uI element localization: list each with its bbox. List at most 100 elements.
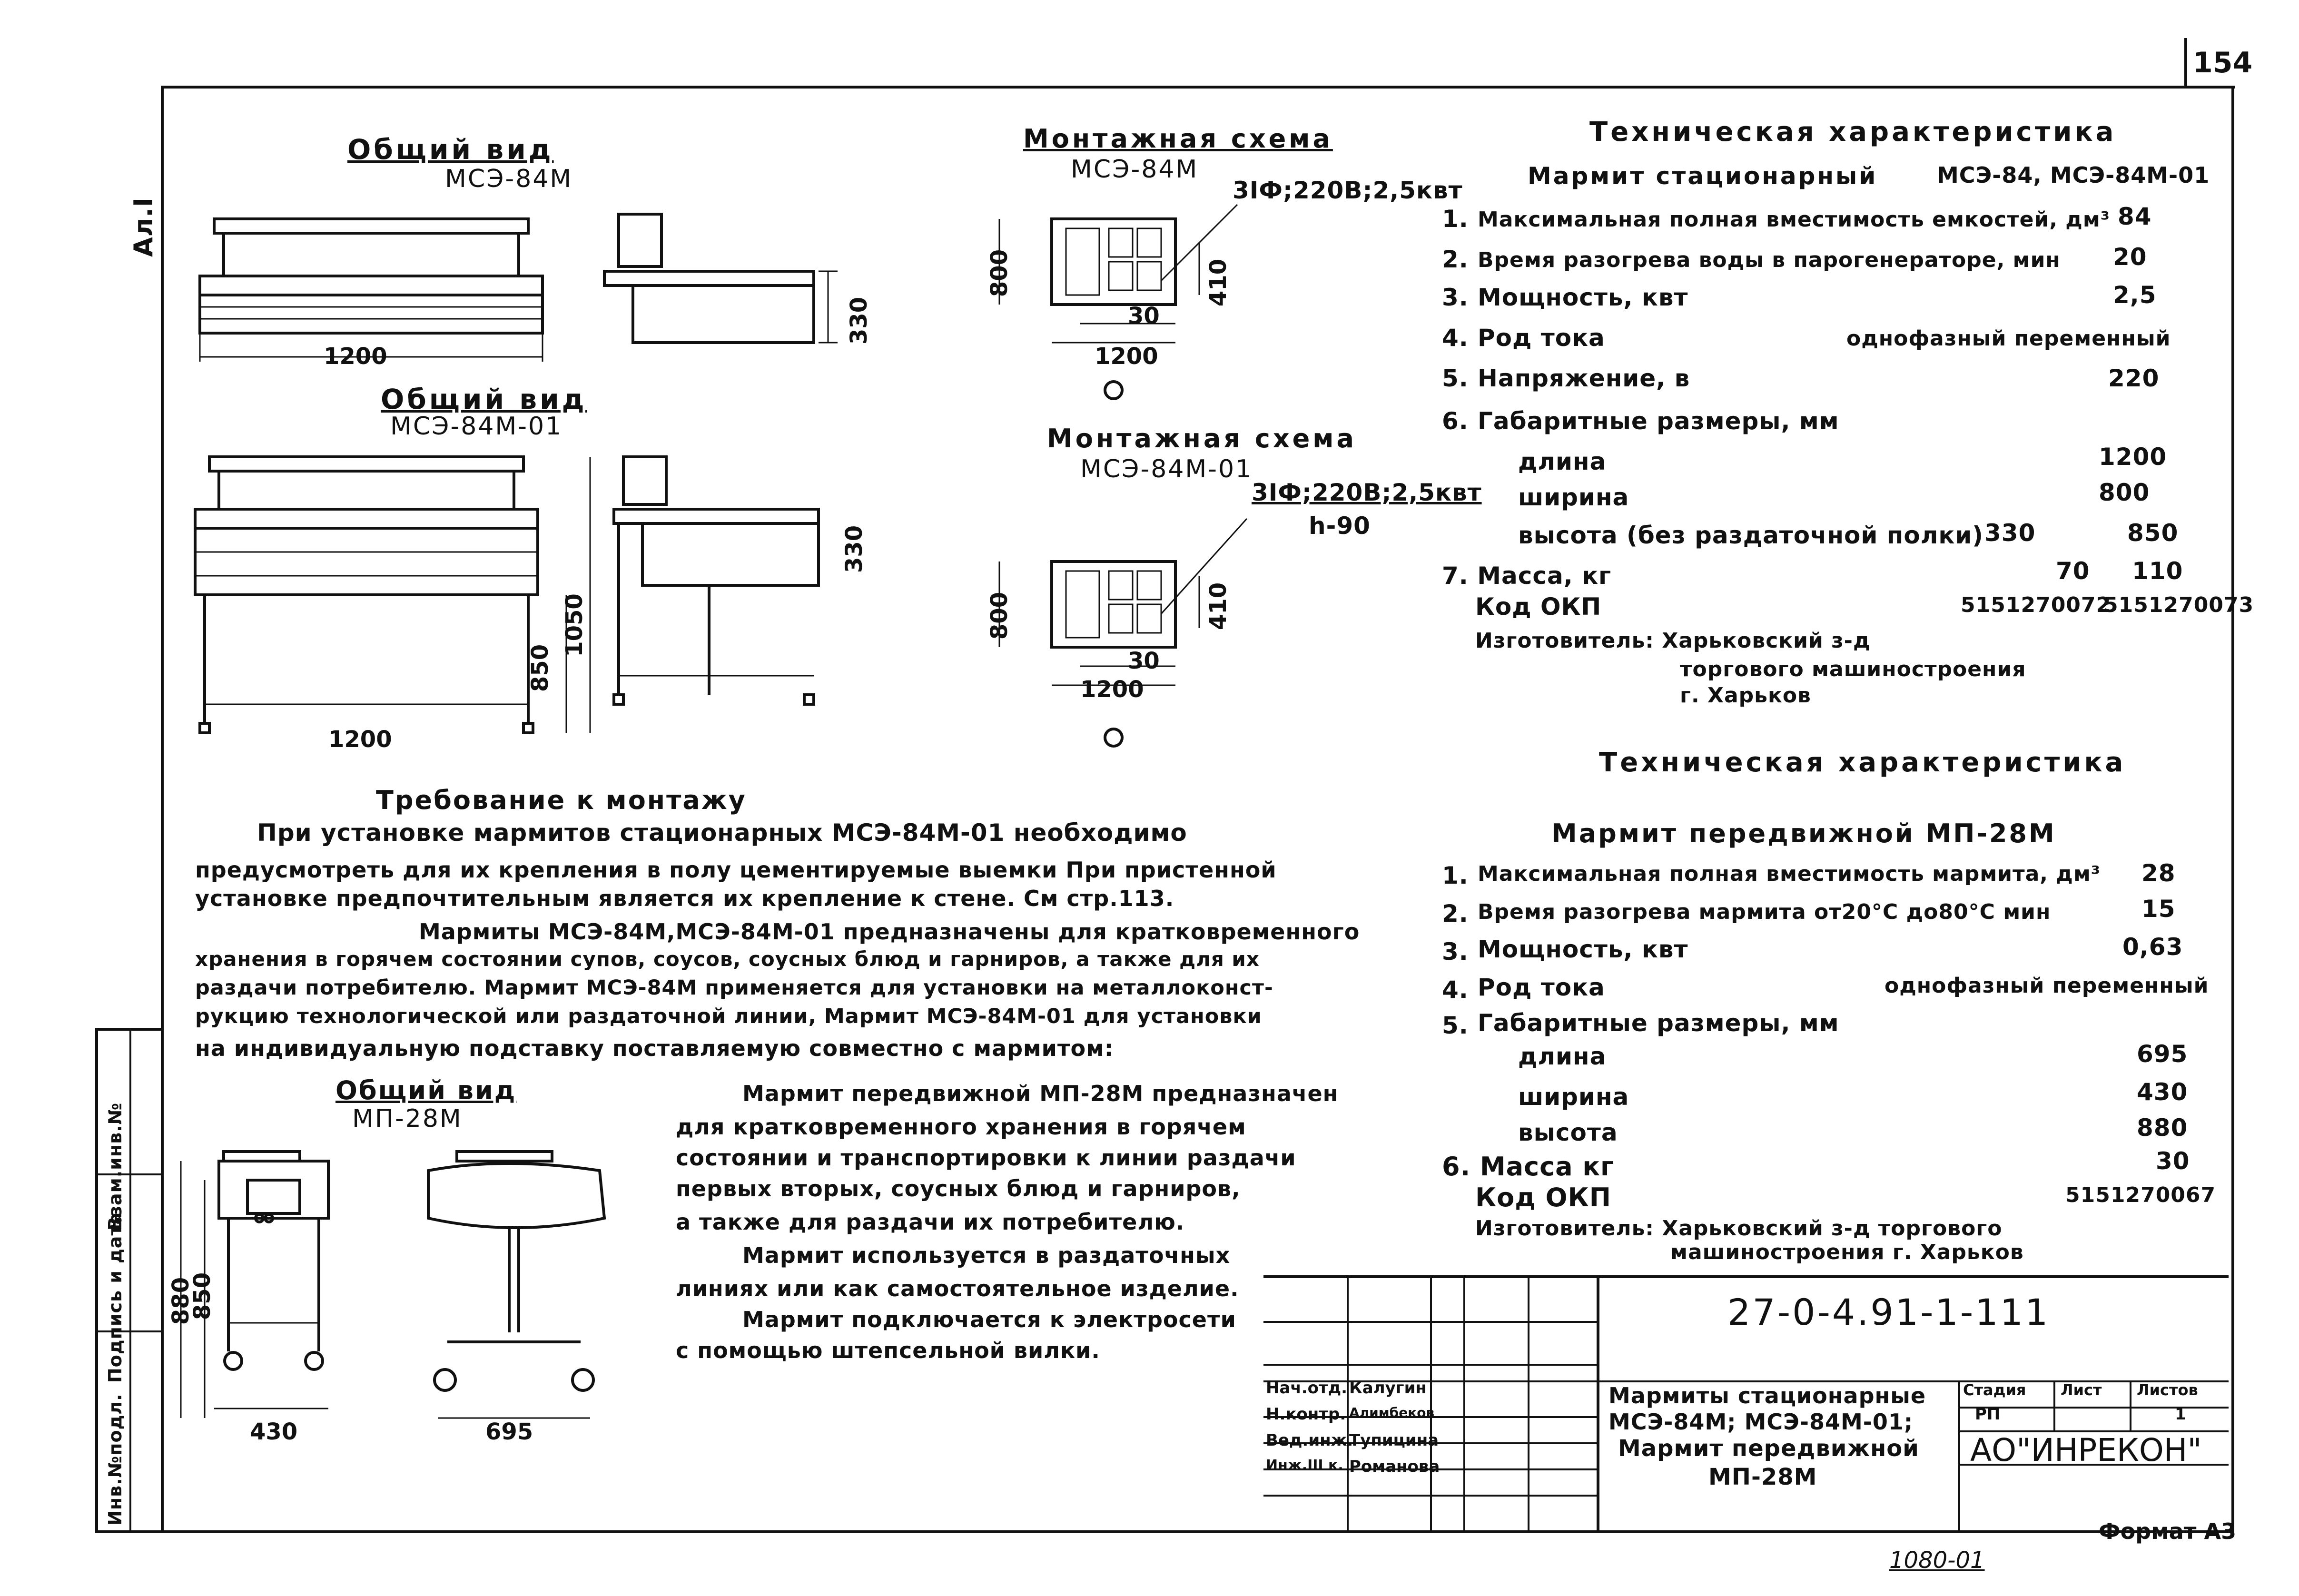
mount-power-2: 3IФ;220В;2,5квт: [1252, 479, 1482, 506]
spec1-subtitle: Мармит стационарный: [1528, 162, 1878, 190]
doc-name-2: МСЭ-84М; МСЭ-84М-01;: [1608, 1409, 1914, 1435]
dim-1200-c: 1200: [1095, 343, 1158, 370]
drawing-mp28m-front: [180, 1150, 330, 1418]
spec2-width-value: 430: [2137, 1078, 2188, 1106]
sidebar-label-inv: Инв.№подл.: [105, 1393, 126, 1526]
sidebar-label-sign: Подпись и дата: [105, 1212, 126, 1383]
spec2-width-label: ширина: [1518, 1083, 1629, 1111]
mp28m-desc-8: Мармит подключается к электросети: [742, 1307, 1236, 1332]
mount-subtitle-1: МСЭ-84М: [1071, 155, 1199, 184]
dim-30-b: 30: [1128, 648, 1160, 674]
spec1-height-value-1: 330: [1984, 519, 2036, 547]
title-block: [1263, 1275, 2229, 1530]
spec1-mass-value-2: 110: [2132, 557, 2183, 585]
dim-695: 695: [485, 1419, 533, 1445]
mount-power-1: 3IФ;220В;2,5квт: [1233, 177, 1463, 204]
drawing-msz84m01-front: [194, 455, 591, 734]
dim-1200-a: 1200: [324, 343, 387, 370]
view-subtitle-msz84m: МСЭ-84М: [445, 165, 573, 193]
spec2-subtitle: Мармит передвижной МП-28М: [1551, 818, 2056, 848]
spec1-okp-value-2: 5151270073: [2103, 593, 2254, 617]
view-subtitle-msz84m01: МСЭ-84М-01: [390, 412, 563, 441]
dim-850-a: 850: [527, 644, 554, 692]
spec2-mass-label: 6. Масса кг: [1442, 1152, 1615, 1182]
spec2-length-label: длина: [1518, 1043, 1607, 1070]
doc-name-3: Мармит передвижной: [1618, 1435, 1919, 1462]
requirements-line-6: раздачи потребителю. Мармит МСЭ-84М прим…: [195, 976, 1273, 1000]
dim-800-b: 800: [986, 591, 1013, 640]
mount-h: h-90: [1309, 512, 1371, 540]
drawing-mp28m-side: [427, 1150, 606, 1419]
spec1-maker-2: торгового машиностроения: [1680, 657, 2026, 681]
sidebar-cell-sign: [98, 1173, 161, 1332]
format-label: Формат А3: [2099, 1518, 2237, 1544]
requirements-line-8: на индивидуальную подставку поставляемую…: [195, 1035, 1114, 1061]
org-name: АО"ИНРЕКОН": [1970, 1432, 2202, 1468]
spec1-length-value: 1200: [2099, 443, 2167, 471]
spec1-width-value: 800: [2099, 479, 2150, 506]
mp28m-desc-9: с помощью штепсельной вилки.: [676, 1338, 1100, 1363]
spec2-maker-1: Изготовитель: Харьковский з-д торгового: [1475, 1216, 2003, 1241]
view-title-mp28m: Общий вид: [335, 1075, 517, 1105]
spec2-height-label: высота: [1518, 1119, 1618, 1146]
requirements-line-1: При установке мармитов стационарных МСЭ-…: [257, 819, 1187, 847]
spec1-models: МСЭ-84, МСЭ-84М-01: [1937, 162, 2210, 188]
spec2-maker-2: машиностроения г. Харьков: [1670, 1240, 2024, 1264]
drawing-frame: [161, 86, 2234, 1533]
requirements-line-5: хранения в горячем состоянии супов, соус…: [195, 947, 1260, 971]
sheets-value: 1: [2175, 1405, 2186, 1424]
requirements-line-3: установке предпочтительным является их к…: [195, 886, 1174, 911]
dim-1050: 1050: [561, 593, 588, 657]
requirements-title: Требование к монтажу: [376, 785, 747, 815]
dim-1200-b: 1200: [328, 726, 392, 753]
spec1-okp-value-1: 5151270072: [1961, 593, 2112, 617]
doc-code: 27-0-4.91-1-111: [1727, 1291, 2050, 1333]
spec1-mass-value-1: 70: [2056, 557, 2090, 585]
spec1-maker-1: Изготовитель: Харьковский з-д: [1475, 629, 1871, 653]
spec1-height-label: высота (без раздаточной полки): [1518, 522, 1984, 549]
drawing-msz84m-front: [198, 217, 544, 362]
doc-name-4: МП-28М: [1708, 1464, 1817, 1490]
view-title-msz84m: Общий вид: [347, 133, 554, 166]
spec1-okp-label: Код ОКП: [1475, 593, 1602, 621]
sidebar-divider: [129, 1031, 131, 1530]
shelf-top: [213, 217, 530, 235]
page-number-box: 154: [2184, 38, 2252, 89]
mp28m-desc-5: а также для раздачи их потребителю.: [676, 1209, 1185, 1235]
spec1-width-label: ширина: [1518, 483, 1629, 511]
spec1-length-label: длина: [1518, 448, 1607, 475]
approval-sidebar: Взам.инв.№ Подпись и дата Инв.№подл.: [95, 1028, 164, 1533]
dim-1200-d: 1200: [1080, 676, 1144, 703]
stage-value: РП: [1975, 1405, 2001, 1424]
doc-name-1: Мармиты стационарные: [1608, 1383, 1926, 1409]
mp28m-desc-2: для кратковременного хранения в горячем: [676, 1114, 1246, 1140]
requirements-line-4: Мармиты МСЭ-84М,МСЭ-84М-01 предназначены…: [419, 919, 1360, 945]
sidebar-label-replace: Взам.инв.№: [105, 1102, 126, 1231]
dim-430: 430: [250, 1419, 298, 1445]
view-subtitle-mp28m: МП-28М: [352, 1104, 463, 1133]
spec1-mass-label: 7. Масса, кг: [1442, 562, 1612, 590]
dim-330-a: 330: [846, 296, 873, 345]
dim-410-b: 410: [1205, 582, 1232, 631]
mp28m-desc-1: Мармит передвижной МП-28М предназначен: [742, 1081, 1339, 1106]
mount-subtitle-2: МСЭ-84М-01: [1080, 455, 1253, 483]
mount-title-1: Монтажная схема: [1023, 124, 1333, 154]
mp28m-desc-7: линиях или как самостоятельное изделие.: [676, 1276, 1239, 1301]
spec2-okp-label: Код ОКП: [1475, 1182, 1611, 1212]
sheet-label: Ал.I: [128, 197, 158, 257]
drawing-mount-2: [998, 518, 1248, 748]
mp28m-desc-3: состоянии и транспортировки к линии разд…: [676, 1145, 1296, 1171]
drawing-msz84m-side: [603, 213, 838, 344]
spec2-length-value: 695: [2137, 1040, 2188, 1068]
drawing-msz84m01-side: [612, 455, 820, 706]
spec2-height-value: 880: [2137, 1114, 2188, 1142]
bottom-note: 1080-01: [1889, 1547, 1985, 1574]
mount-title-2: Монтажная схема: [1047, 424, 1357, 453]
requirements-line-7: рукцию технологической или раздаточной л…: [195, 1005, 1262, 1028]
body: [198, 275, 544, 296]
stage-header: Стадия: [1963, 1381, 2026, 1399]
spec2-mass-value: 30: [2156, 1147, 2190, 1175]
spec1-height-value-2: 850: [2127, 519, 2179, 547]
spec1-title: Техническая характеристика: [1589, 117, 2117, 148]
requirements-line-2: предусмотреть для их крепления в полу це…: [195, 857, 1277, 883]
